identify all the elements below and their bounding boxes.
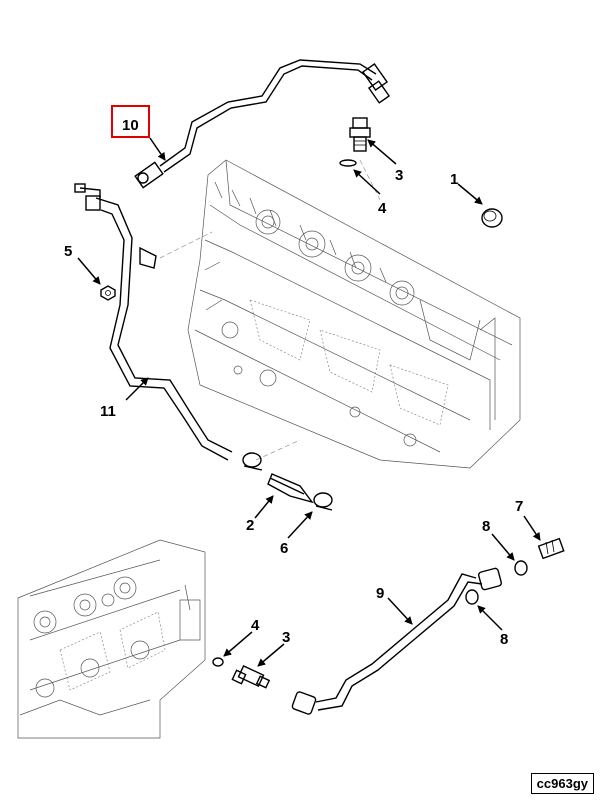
- callout-11: 11: [100, 403, 116, 420]
- seal-part-8-upper: [514, 560, 528, 576]
- engine-block-lower: [17, 539, 206, 739]
- leader-lines: [77, 137, 541, 667]
- clamp-part-6-upper: [242, 452, 263, 471]
- alignment-line: [359, 159, 381, 201]
- tube-part-9: [291, 567, 503, 715]
- gasket-part-4-upper: [339, 159, 357, 167]
- tube-part-11: [74, 183, 233, 461]
- callout-7: 7: [515, 498, 523, 515]
- callout-5: 5: [64, 243, 72, 260]
- fitting-part-7: [537, 537, 565, 560]
- clamp-part-6-lower: [313, 492, 333, 511]
- callout-10: 10: [122, 117, 139, 134]
- highlight-box-part-10: [111, 105, 150, 138]
- figure-code: cc963gy: [530, 773, 594, 794]
- callout-2: 2: [246, 517, 254, 534]
- callout-8-lower: 8: [500, 631, 508, 648]
- callout-6: 6: [280, 540, 288, 557]
- callout-4-upper: 4: [378, 200, 387, 217]
- seal-part-8-lower: [465, 589, 479, 605]
- callout-9: 9: [376, 585, 384, 602]
- engine-block-upper: [187, 159, 521, 469]
- sensor-part-3-lower: [231, 664, 271, 689]
- sensor-part-3-upper: [349, 117, 371, 152]
- bolt-part-5: [100, 285, 116, 301]
- tube-part-10: [134, 59, 391, 189]
- callout-1: 1: [450, 171, 458, 188]
- callout-8-upper: 8: [482, 518, 490, 535]
- callout-3-upper: 3: [395, 167, 403, 184]
- hose-part-2: [267, 473, 314, 504]
- alignment-line: [159, 231, 213, 259]
- callout-4-lower: 4: [251, 617, 260, 634]
- alignment-line: [255, 439, 301, 461]
- gasket-part-4-lower: [212, 657, 224, 667]
- cap-part-1: [481, 208, 503, 228]
- callout-3-lower: 3: [282, 629, 290, 646]
